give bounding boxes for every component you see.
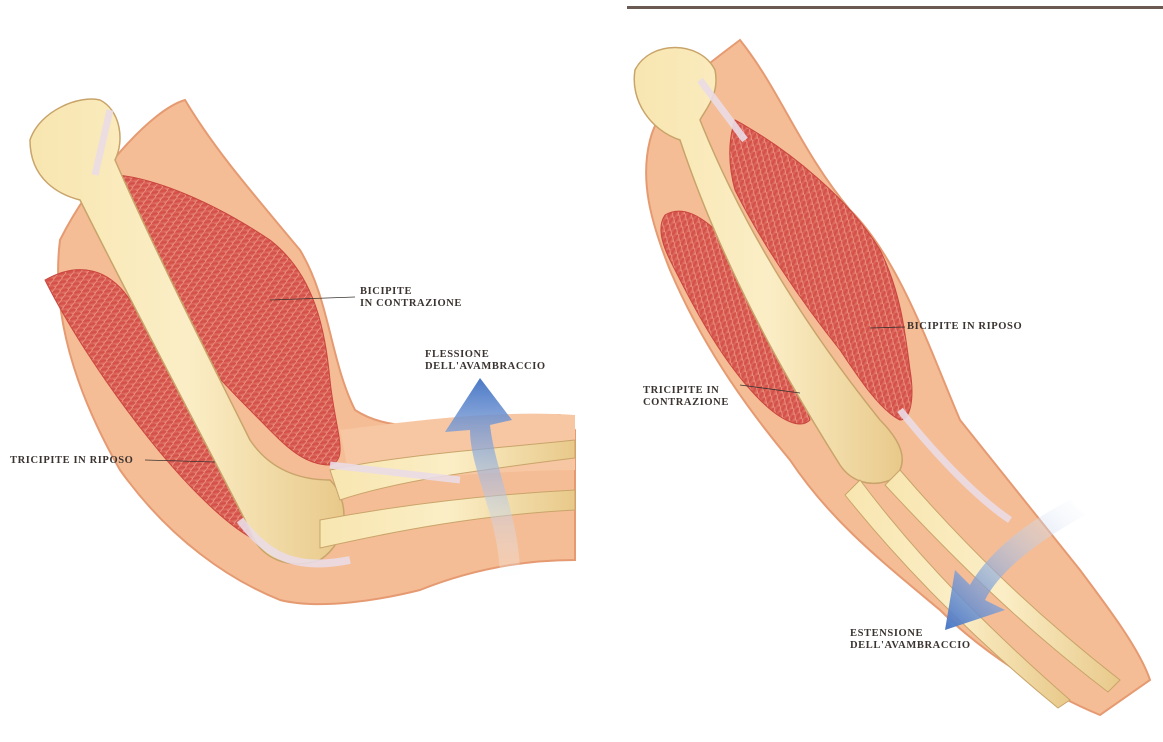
label-biceps-rest: BICIPITE IN RIPOSO — [907, 321, 1022, 333]
label-forearm-flexion: FLESSIONE DELL'AVAMBRACCIO — [425, 349, 546, 373]
label-forearm-extension-line1: ESTENSIONE — [850, 628, 971, 640]
label-triceps-contraction-line2: CONTRAZIONE — [643, 397, 729, 409]
right-arm — [634, 40, 1150, 715]
label-forearm-flexion-line1: FLESSIONE — [425, 349, 546, 361]
label-forearm-extension-line2: DELL'AVAMBRACCIO — [850, 640, 971, 652]
label-forearm-flexion-line2: DELL'AVAMBRACCIO — [425, 361, 546, 373]
label-triceps-rest: TRICIPITE IN RIPOSO — [10, 455, 133, 467]
label-biceps-rest-line1: BICIPITE IN RIPOSO — [907, 321, 1022, 333]
label-biceps-contraction-line2: IN CONTRAZIONE — [360, 298, 462, 310]
label-triceps-contraction-line1: TRICIPITE IN — [643, 385, 729, 397]
label-forearm-extension: ESTENSIONE DELL'AVAMBRACCIO — [850, 628, 971, 652]
label-triceps-rest-line1: TRICIPITE IN RIPOSO — [10, 455, 133, 467]
label-biceps-contraction: BICIPITE IN CONTRAZIONE — [360, 286, 462, 310]
label-biceps-contraction-line1: BICIPITE — [360, 286, 462, 298]
label-triceps-contraction: TRICIPITE IN CONTRAZIONE — [643, 385, 729, 409]
